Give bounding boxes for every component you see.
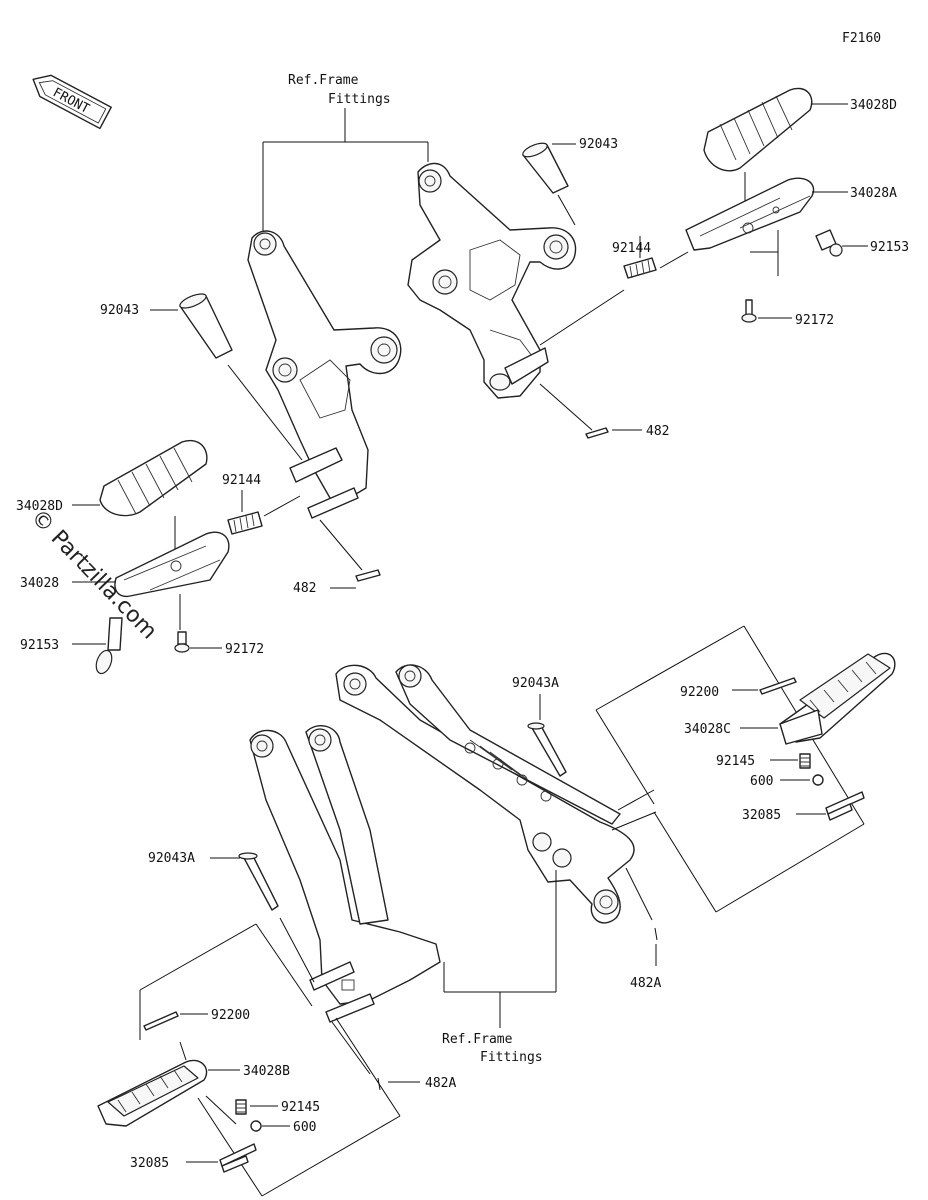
label-92145-left: 92145 — [281, 1100, 320, 1115]
ref-frame-lower-line2: Fittings — [480, 1050, 543, 1065]
ref-frame-upper-bracket — [262, 108, 429, 250]
pin-92200-left: 92200 — [143, 1008, 250, 1031]
label-92172-upper-right: 92172 — [795, 313, 834, 328]
label-600-right: 600 — [750, 774, 773, 789]
cotter-482A-left: 482A — [331, 1021, 456, 1091]
label-92153-upper-left: 92153 — [20, 638, 59, 653]
label-600-left: 600 — [293, 1120, 316, 1135]
label-482-upper-right: 482 — [646, 424, 669, 439]
label-32085-right: 32085 — [742, 808, 781, 823]
step-34028C: 34028C — [684, 652, 896, 745]
label-92200-right: 92200 — [680, 685, 719, 700]
label-92043-upper-right: 92043 — [579, 137, 618, 152]
label-92145-right: 92145 — [716, 754, 755, 769]
label-92172-upper-left: 92172 — [225, 642, 264, 657]
footpeg-34028: 34028 — [20, 531, 230, 598]
label-34028A: 34028A — [850, 186, 897, 201]
lower-left-passenger-bracket — [249, 724, 441, 1023]
pin-92043-upper-right: 92043 — [522, 137, 618, 226]
screw-92172-upper-right: 92172 — [741, 230, 834, 328]
cotter-482A-right: 482A — [625, 867, 661, 991]
front-arrow-icon: FRONT — [32, 74, 112, 130]
bolt-92153-upper-left: 92153 — [20, 617, 123, 675]
spring-92145-right: 92145 — [716, 753, 811, 769]
ref-frame-upper-line1: Ref.Frame — [288, 73, 359, 88]
upper-right-footpeg-bracket — [407, 162, 577, 399]
right-step-callout-box — [595, 625, 865, 913]
label-92144-upper-right: 92144 — [612, 241, 651, 256]
label-34028D-upper-left: 34028D — [16, 499, 63, 514]
label-92043-upper-left: 92043 — [100, 303, 139, 318]
ref-frame-lower-bracket — [443, 870, 557, 1028]
pin-92200-right: 92200 — [680, 677, 797, 700]
pin-92043-upper-left: 92043 — [100, 293, 303, 461]
ball-600-right: 600 — [750, 774, 824, 789]
label-482A-left: 482A — [425, 1076, 456, 1091]
label-92200-left: 92200 — [211, 1008, 250, 1023]
label-482-upper-left: 482 — [293, 581, 316, 596]
rubber-34028D-upper-left: 34028D — [16, 439, 208, 560]
spring-92144-upper-right: 92144 — [539, 236, 689, 346]
left-step-callout-box — [139, 923, 401, 1197]
cotter-482-upper-left: 482 — [293, 519, 381, 596]
spring-92145-left: 92145 — [205, 1095, 320, 1125]
spring-92144-upper-left: 92144 — [222, 473, 301, 535]
label-32085-left: 32085 — [130, 1156, 169, 1171]
label-34028D-upper-right: 34028D — [850, 98, 897, 113]
diagram-code: F2160 — [842, 31, 881, 46]
plate-32085-right: 32085 — [742, 791, 865, 823]
label-92043A-left: 92043A — [148, 851, 195, 866]
cotter-482-upper-right: 482 — [539, 383, 669, 439]
step-34028B: 34028B — [97, 1041, 290, 1127]
pin-92043A-right: 92043A — [512, 676, 567, 777]
label-34028: 34028 — [20, 576, 59, 591]
upper-left-footpeg-bracket — [247, 230, 402, 519]
screw-92172-upper-left: 92172 — [174, 594, 264, 657]
plate-32085-left: 32085 — [130, 1143, 257, 1173]
ref-frame-upper-line2: Fittings — [328, 92, 391, 107]
label-34028B: 34028B — [243, 1064, 290, 1079]
label-92153-upper-right: 92153 — [870, 240, 909, 255]
ref-frame-lower-line1: Ref.Frame — [442, 1032, 513, 1047]
label-92043A-right: 92043A — [512, 676, 559, 691]
ball-600-left: 600 — [250, 1120, 316, 1135]
label-482A-right: 482A — [630, 976, 661, 991]
bolt-92153-upper-right: 92153 — [815, 229, 909, 257]
label-92144-upper-left: 92144 — [222, 473, 261, 488]
footpeg-34028A: 34028A — [685, 177, 897, 251]
rubber-34028D-upper-right: 34028D — [703, 87, 897, 218]
lower-right-passenger-bracket — [335, 664, 635, 924]
pin-92043A-left: 92043A — [148, 851, 315, 983]
label-34028C: 34028C — [684, 722, 731, 737]
